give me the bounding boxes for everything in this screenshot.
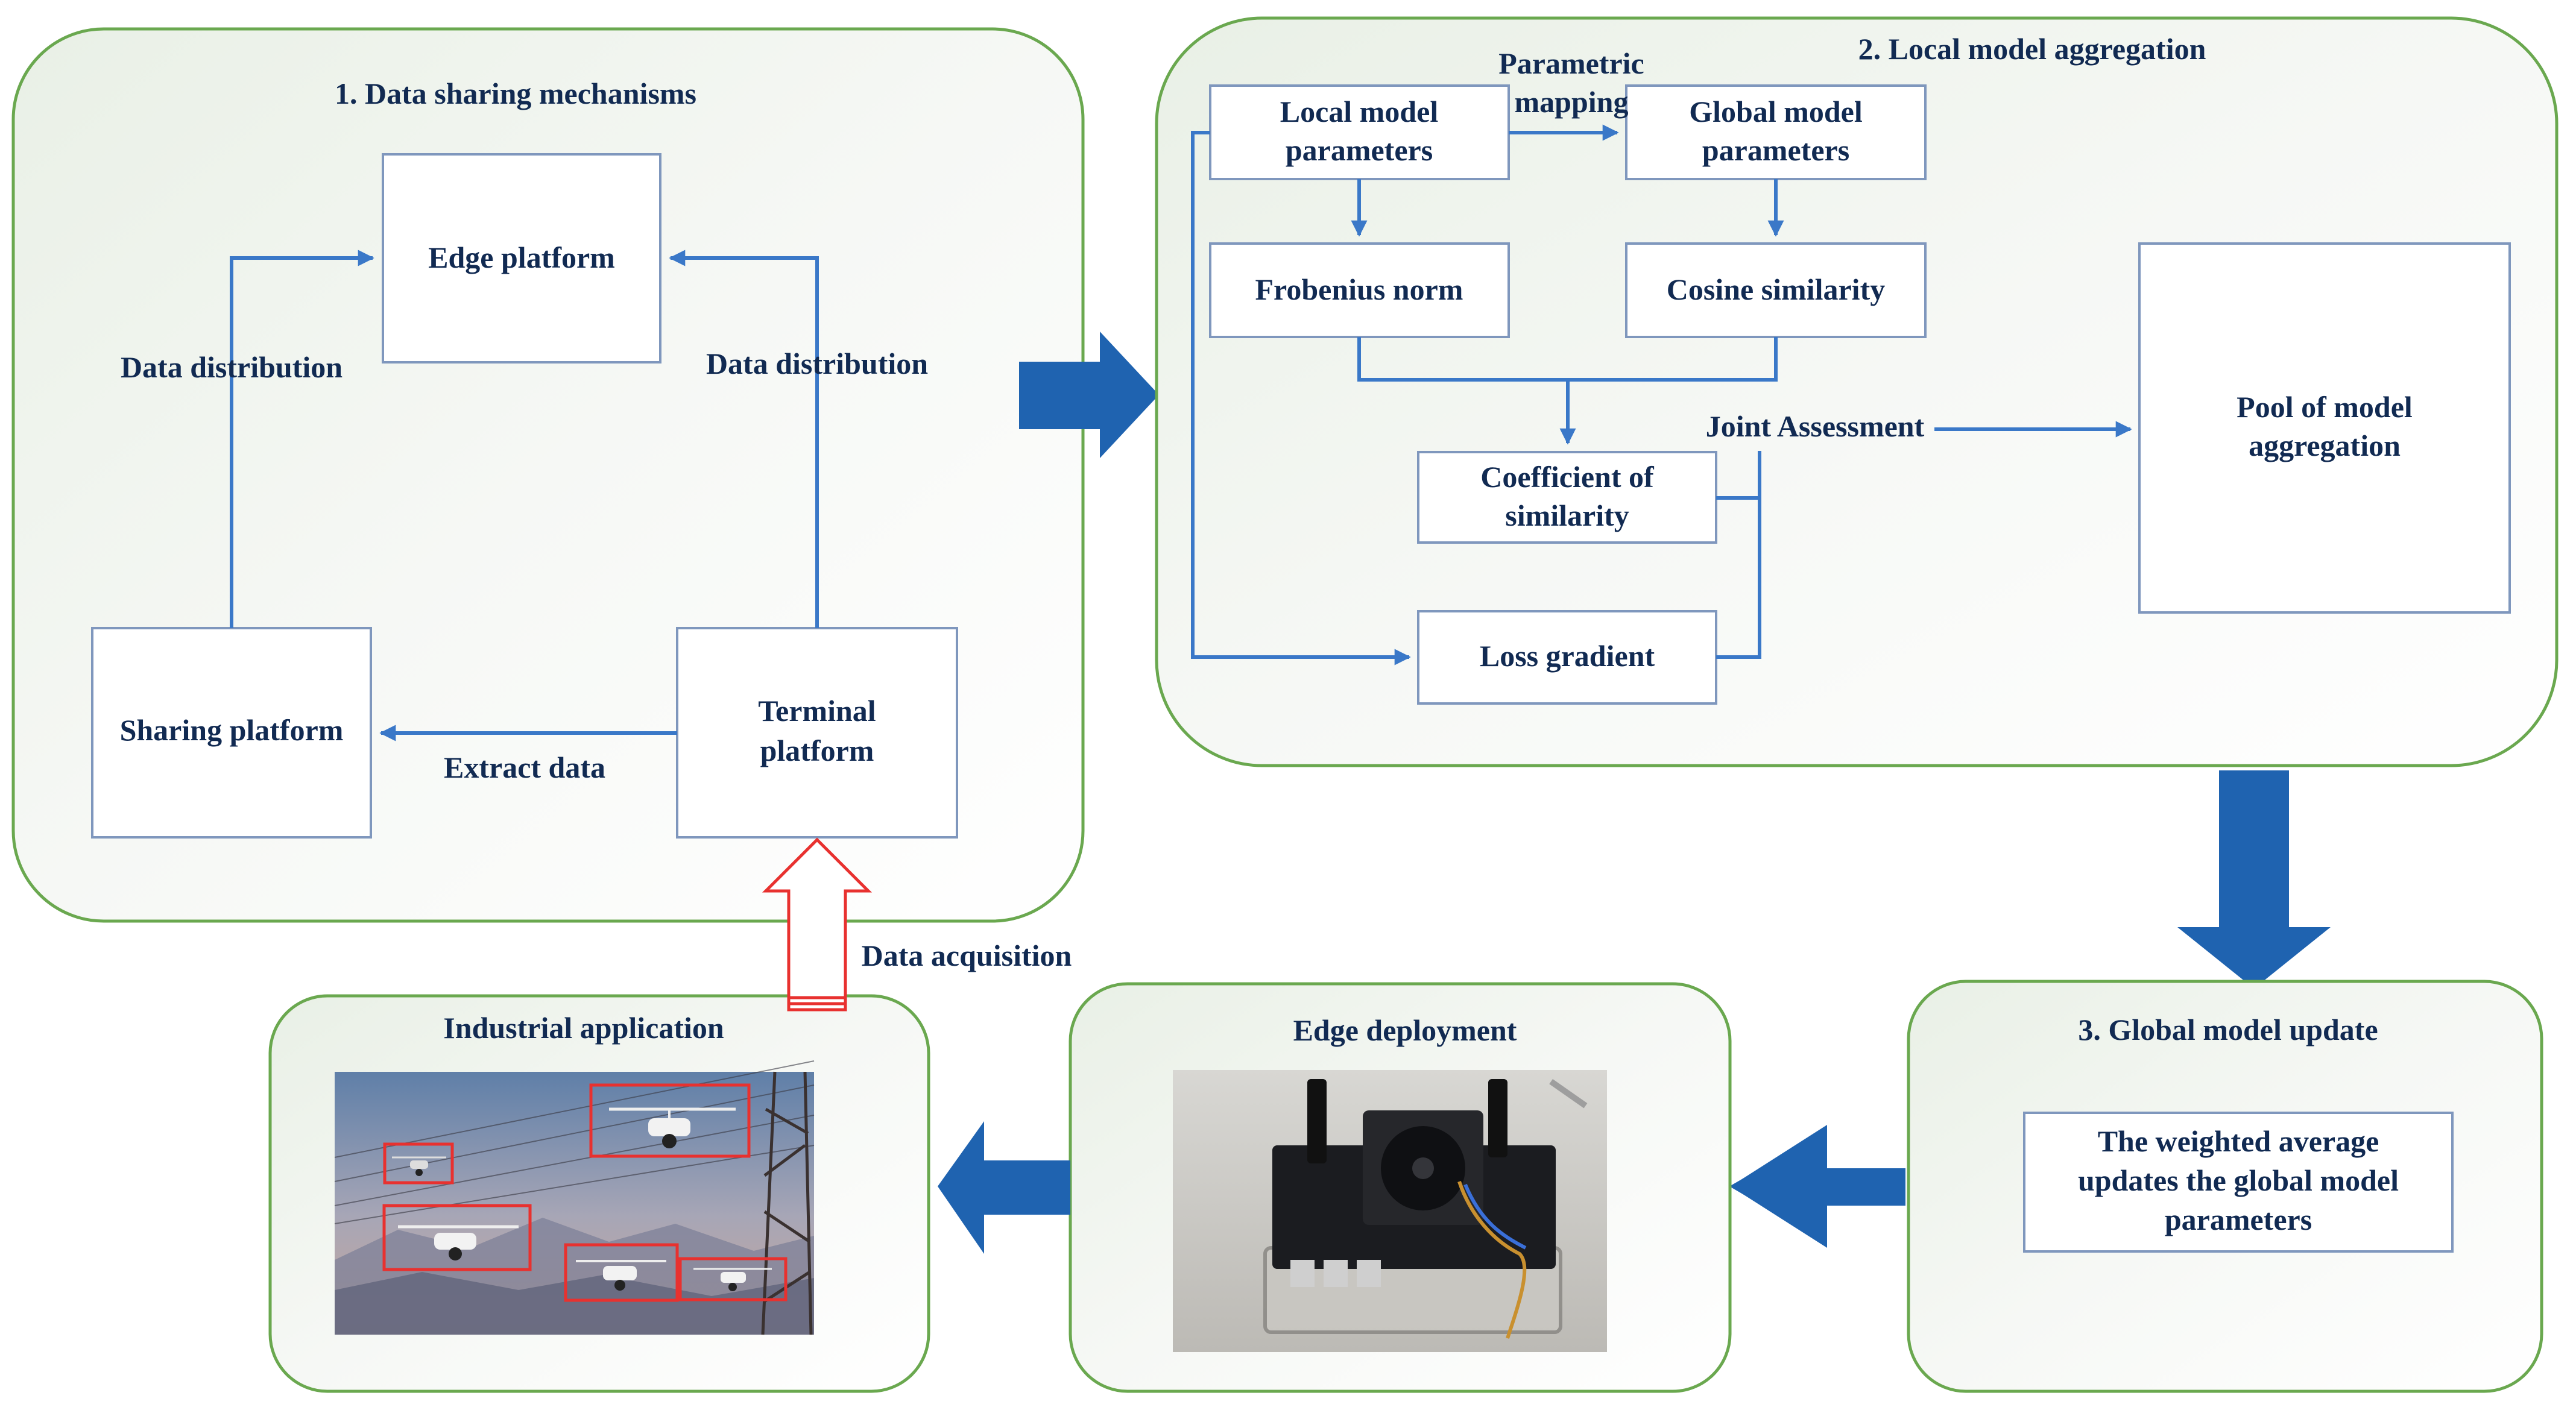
edge-platform-label: Edge platform <box>428 241 615 274</box>
panel-data-sharing-title: 1. Data sharing mechanisms <box>335 77 696 110</box>
coefficient-box: Coefficient of similarity <box>1417 451 1717 544</box>
frobenius-label: Frobenius norm <box>1255 272 1463 306</box>
local-params-line2: parameters <box>1286 133 1433 167</box>
weighted-average-line1: The weighted average <box>2098 1124 2379 1158</box>
flow-arrow-to-industrial <box>938 1121 1070 1254</box>
weighted-average-line2: updates the global model <box>2078 1163 2399 1197</box>
panel-local-aggregation-title: 2. Local model aggregation <box>1858 32 2206 66</box>
panel-data-sharing: 1. Data sharing mechanisms Edge platform… <box>11 27 1085 923</box>
drone-2 <box>383 1142 454 1185</box>
panel-edge-deployment: Edge deployment <box>1069 982 1732 1393</box>
data-distribution-right-label: Data distribution <box>706 347 928 380</box>
pool-line1: Pool of model <box>2237 390 2413 424</box>
global-params-box: Global model parameters <box>1625 84 1927 180</box>
global-params-line1: Global model <box>1689 95 1863 128</box>
loss-gradient-label: Loss gradient <box>1480 639 1655 673</box>
panel-global-update-title: 3. Global model update <box>2078 1013 2378 1046</box>
panel-industrial-application: Industrial application <box>268 994 930 1393</box>
weighted-average-line3: parameters <box>2165 1203 2312 1236</box>
local-params-box: Local model parameters <box>1209 84 1510 180</box>
arrow-sharing-to-edge <box>230 250 374 628</box>
joint-assessment-label: Joint Assessment <box>1706 409 1925 443</box>
data-acquisition-label: Data acquisition <box>862 939 1072 972</box>
panel-local-aggregation: 2. Local model aggregation Local model p… <box>1155 16 2559 767</box>
flow-arrow-to-global-update <box>2177 770 2331 989</box>
terminal-platform-label-line2: platform <box>760 734 874 767</box>
drone-photo <box>334 1060 815 1335</box>
data-distribution-left-label: Data distribution <box>121 350 343 384</box>
panel-industrial-title: Industrial application <box>443 1011 724 1045</box>
drone-5 <box>678 1257 788 1301</box>
coefficient-line2: similarity <box>1505 499 1629 532</box>
edge-device-photo <box>1173 1070 1607 1352</box>
flow-arrow-to-aggregation <box>1019 332 1159 458</box>
sharing-platform-label: Sharing platform <box>120 713 344 747</box>
frobenius-box: Frobenius norm <box>1209 242 1510 338</box>
terminal-platform-box: Terminal platform <box>676 627 958 839</box>
coefficient-line1: Coefficient of <box>1480 460 1655 494</box>
drone-3 <box>382 1204 532 1271</box>
sharing-platform-box: Sharing platform <box>91 627 372 839</box>
pool-box: Pool of model aggregation <box>2138 242 2511 614</box>
panel-global-update: 3. Global model update The weighted aver… <box>1907 980 2543 1393</box>
panel-edge-deployment-title: Edge deployment <box>1293 1013 1517 1047</box>
parametric-mapping-line1: Parametric <box>1498 46 1644 80</box>
weighted-average-box: The weighted average updates the global … <box>2023 1112 2454 1253</box>
parametric-mapping-line2: mapping <box>1515 85 1629 119</box>
edge-platform-box: Edge platform <box>382 153 661 363</box>
data-acquisition-arrow <box>762 837 873 1012</box>
drone-4 <box>564 1243 679 1302</box>
drone-1 <box>589 1083 751 1158</box>
cosine-box: Cosine similarity <box>1625 242 1927 338</box>
arrow-local-to-loss-gradient <box>1191 131 1411 666</box>
joint-bracket <box>1716 451 1761 659</box>
terminal-platform-label-line1: Terminal <box>758 694 876 728</box>
pool-line2: aggregation <box>2249 429 2401 462</box>
cosine-label: Cosine similarity <box>1667 272 1885 306</box>
extract-data-label: Extract data <box>444 751 605 784</box>
loss-gradient-box: Loss gradient <box>1417 610 1717 705</box>
global-params-line2: parameters <box>1702 133 1849 167</box>
local-params-line1: Local model <box>1280 95 1439 128</box>
flow-arrow-to-edge-deployment-body <box>1731 1125 1905 1248</box>
arrow-terminal-to-edge <box>669 250 819 628</box>
